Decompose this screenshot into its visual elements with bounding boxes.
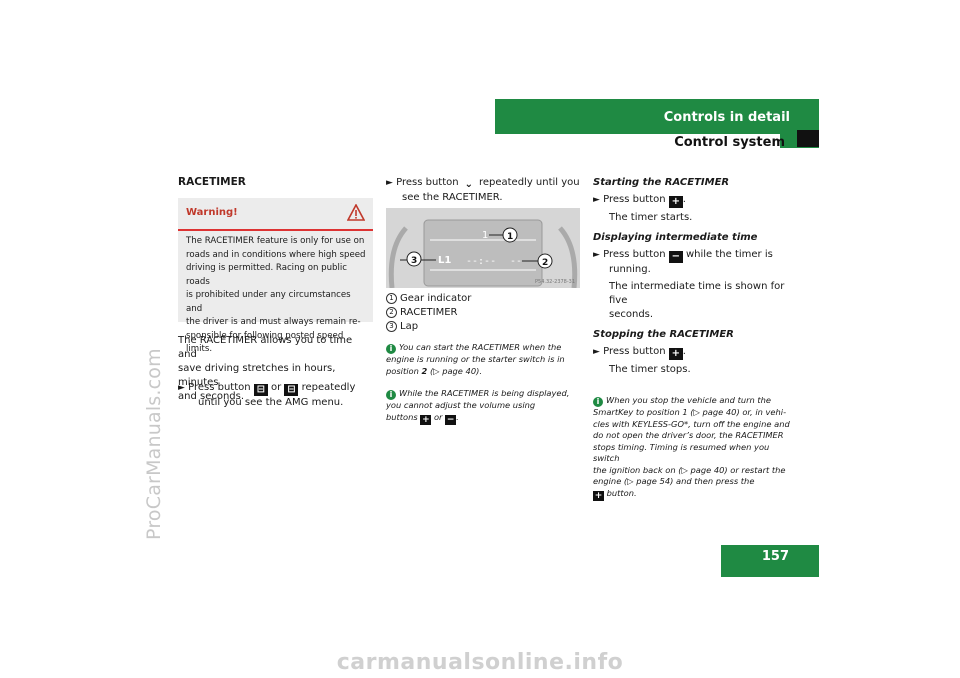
warning-title: Warning! (186, 207, 238, 218)
header-marker (797, 130, 819, 147)
racetimer-heading: RACETIMER (178, 176, 246, 188)
plus-button-icon: + (668, 348, 683, 360)
svg-text:L1: L1 (438, 255, 451, 266)
page-number: 157 (761, 549, 789, 564)
warning-text: The RACETIMER feature is only for use on… (186, 236, 366, 354)
subsection-title: Control system (674, 135, 785, 150)
display-down-button-icon: ⊟ (284, 384, 299, 396)
stop-heading: Stopping the RACETIMER (593, 329, 734, 340)
plus-button-icon: + (420, 414, 432, 425)
plus-button-icon: + (593, 490, 604, 501)
info-icon: i (386, 390, 396, 400)
step-arrow-icon: ► (593, 195, 600, 205)
warning-box (178, 198, 373, 322)
plus-button-icon: + (668, 196, 683, 208)
svg-text:2: 2 (542, 258, 548, 268)
minus-button-icon: − (668, 251, 683, 263)
info-icon: i (593, 397, 603, 407)
section-title: Controls in detail (663, 110, 790, 125)
warning-divider (178, 229, 373, 231)
svg-text:P54.32-2378-31: P54.32-2378-31 (535, 279, 575, 285)
svg-text:3: 3 (411, 256, 417, 266)
step-arrow-icon: ► (593, 347, 600, 357)
page-number-band (721, 545, 819, 577)
step-amg-menu: ► Press button ⊟ or ⊟ repeatedly until y… (178, 382, 356, 408)
side-watermark: ProCarManuals.com (143, 348, 165, 540)
step-arrow-icon: ► (593, 250, 600, 260)
intermediate-heading: Displaying intermediate time (593, 232, 758, 243)
svg-text:--:--: --:-- (466, 256, 496, 267)
right-column: Starting the RACETIMER ► Press button +.… (593, 176, 798, 377)
svg-text:1: 1 (507, 232, 513, 242)
step-arrow-icon: ► (178, 383, 185, 393)
info-icon: i (386, 344, 396, 354)
cluster-illustration: 1 1 L1 --:-- -- 3 2 P54.32-2378-31 (386, 208, 580, 288)
start-heading: Starting the RACETIMER (593, 177, 730, 188)
minus-button-icon: − (445, 414, 457, 425)
warning-triangle-icon (347, 204, 365, 221)
step-arrow-icon: ► (386, 178, 393, 188)
step-racetimer: ► Press button ⌄ repeatedly until you se… (386, 177, 580, 203)
subsection-band (495, 134, 780, 151)
bottom-watermark: carmanualsonline.info (336, 650, 624, 675)
display-up-button-icon: ⊟ (253, 384, 268, 396)
down-arrow-button-icon: ⌄ (461, 179, 476, 191)
svg-text:--: -- (510, 256, 522, 267)
instrument-cluster-figure: 1 1 L1 --:-- -- 3 2 P54.32-2378-31 (386, 208, 580, 288)
svg-text:1: 1 (482, 230, 488, 241)
